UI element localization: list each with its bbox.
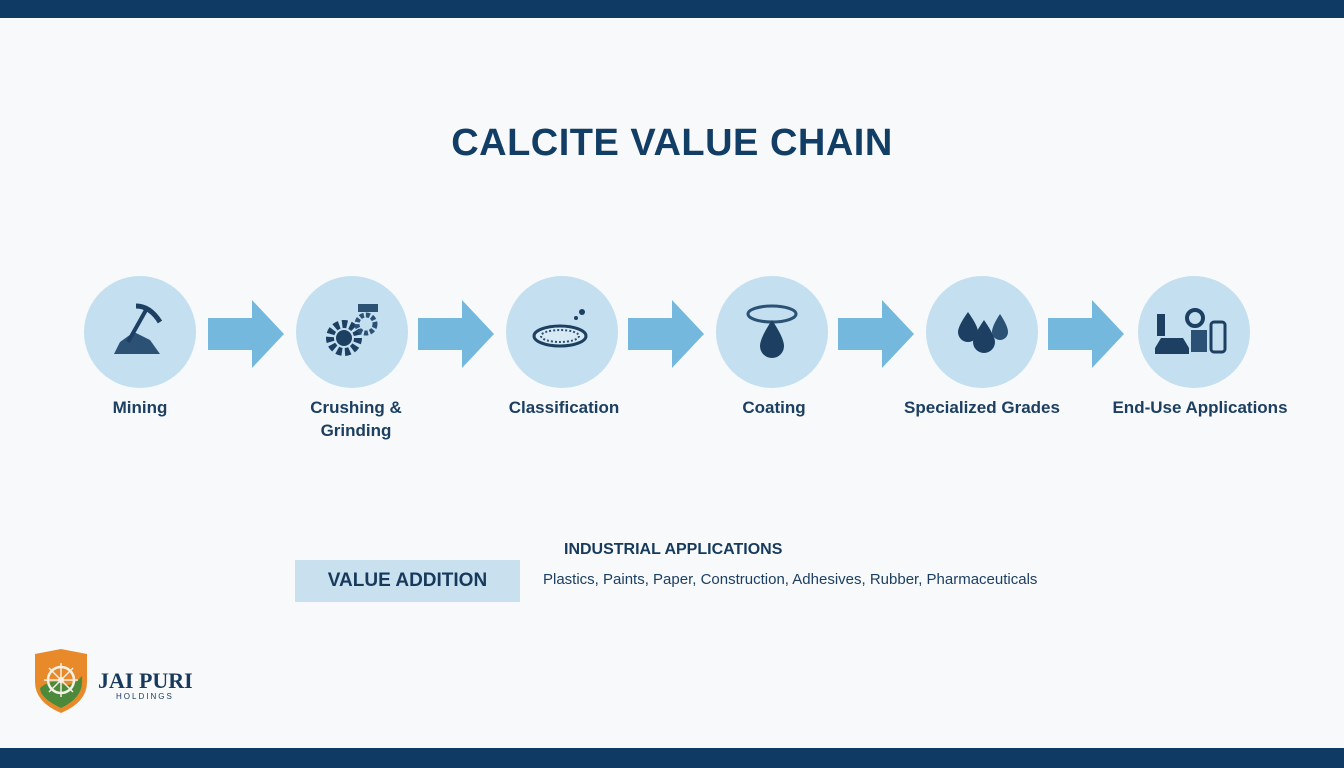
step-label: End-Use Applications [1112, 398, 1288, 417]
sieve-icon [532, 309, 588, 348]
arrow-icon [418, 300, 494, 368]
specialized-grades-step [926, 276, 1038, 388]
pickaxe-icon [114, 303, 163, 354]
coating-step [716, 276, 828, 388]
bottom-bar [0, 748, 1344, 768]
top-bar [0, 0, 1344, 18]
classification-step [506, 276, 618, 388]
end-use-step [1138, 276, 1250, 388]
step-label: Crushing & Grinding [310, 398, 402, 440]
mining-step [84, 276, 196, 388]
brand-subtitle: HOLDINGS [116, 692, 174, 701]
crushing-step [296, 276, 408, 388]
industrial-applications-text: Plastics, Paints, Paper, Construction, A… [543, 571, 1038, 588]
products-icon [1155, 308, 1227, 354]
step-label: Coating [742, 398, 806, 417]
shield-logo-icon [35, 649, 87, 713]
gears-icon [326, 304, 378, 356]
arrow-icon [208, 300, 284, 368]
page-title: CALCITE VALUE CHAIN [451, 122, 893, 164]
step-label: Classification [508, 398, 620, 417]
value-addition-box: VALUE ADDITION [295, 560, 520, 602]
drop-icon [746, 304, 798, 358]
brand-name: JAI PURI [98, 668, 193, 693]
step-label: Specialized Grades [904, 398, 1060, 417]
industrial-applications-heading: INDUSTRIAL APPLICATIONS [564, 541, 783, 558]
arrow-icon [628, 300, 704, 368]
drops-icon [958, 312, 1008, 353]
arrow-icon [1048, 300, 1124, 368]
step-label: Mining [112, 398, 168, 417]
arrow-icon [838, 300, 914, 368]
